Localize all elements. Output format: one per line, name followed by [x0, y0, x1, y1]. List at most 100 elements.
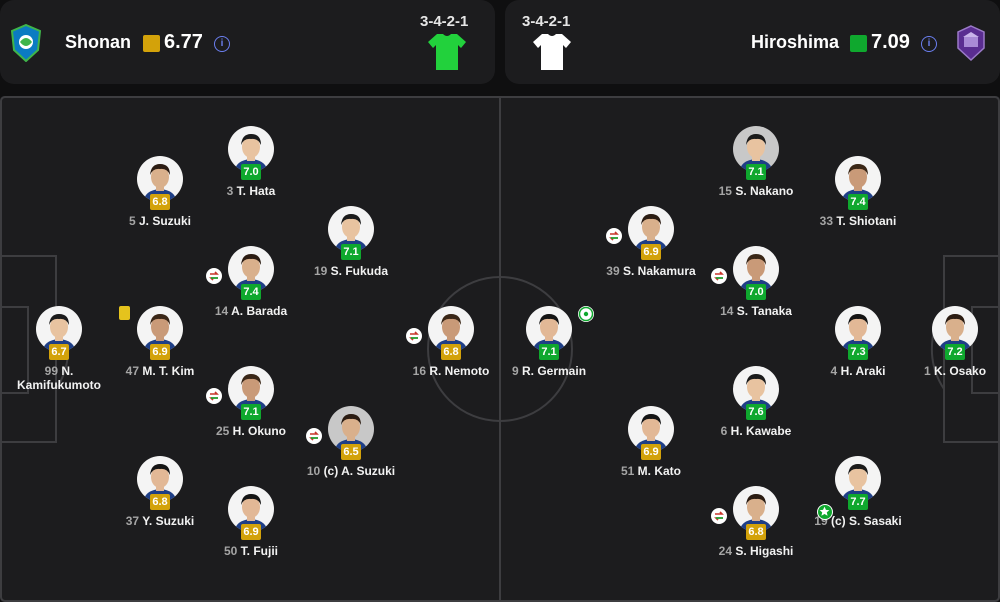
- player-number: 15: [718, 184, 732, 198]
- player-name: 33 T. Shiotani: [783, 214, 933, 228]
- player-name-text: T. Shiotani: [836, 214, 897, 228]
- player-name-text: (c) A. Suzuki: [323, 464, 396, 478]
- away-rating-indicator: [850, 35, 867, 52]
- player-name: 99 N. Kamifukumoto: [0, 364, 134, 392]
- player-number: 14: [720, 304, 734, 318]
- substitution-icon: [206, 388, 222, 404]
- home-team-card[interactable]: Shonan 6.77 i 3-4-2-1: [0, 0, 495, 84]
- player-number: 3: [226, 184, 234, 198]
- player-name: 9 R. Germain: [474, 364, 624, 378]
- player-name-text: H. Araki: [840, 364, 886, 378]
- player-rating: 7.1: [241, 404, 261, 420]
- player-name-text: S. Tanaka: [736, 304, 792, 318]
- star-icon: [817, 504, 833, 520]
- player-name: 39 S. Nakamura: [576, 264, 726, 278]
- player-marker[interactable]: 6.5 10 (c) A. Suzuki: [276, 406, 426, 516]
- player-marker[interactable]: 7.6 6 H. Kawabe: [681, 366, 831, 476]
- substitution-icon: [711, 268, 727, 284]
- player-rating: 7.0: [241, 164, 261, 180]
- player-name: 50 T. Fujii: [176, 544, 326, 558]
- player-name: 51 M. Kato: [576, 464, 726, 478]
- player-rating: 6.9: [241, 524, 261, 540]
- player-marker[interactable]: 7.4 33 T. Shiotani: [783, 156, 933, 266]
- player-name: 19 (c) S. Sasaki: [783, 514, 933, 528]
- player-marker[interactable]: 6.8 5 J. Suzuki: [85, 156, 235, 266]
- player-rating: 6.5: [341, 444, 361, 460]
- player-marker[interactable]: 6.9 50 T. Fujii: [176, 486, 326, 596]
- player-number: 4: [830, 364, 838, 378]
- player-number: 99: [44, 364, 58, 378]
- player-rating: 7.7: [848, 494, 868, 510]
- player-marker[interactable]: 7.1 25 H. Okuno: [176, 366, 326, 476]
- player-photo[interactable]: [228, 486, 274, 532]
- player-photo[interactable]: [328, 406, 374, 452]
- player-rating: 6.9: [150, 344, 170, 360]
- player-name: 15 S. Nakano: [681, 184, 831, 198]
- player-name-text: J. Suzuki: [139, 214, 192, 228]
- player-name-text: N. Kamifukumoto: [17, 364, 101, 392]
- player-marker[interactable]: 7.0 14 S. Tanaka: [681, 246, 831, 356]
- player-marker[interactable]: 7.7 19 (c) S. Sasaki: [783, 456, 933, 566]
- away-team-card[interactable]: 3-4-2-1 Hiroshima 7.09 i: [505, 0, 1000, 84]
- player-number: 9: [511, 364, 519, 378]
- player-name-text: T. Hata: [236, 184, 276, 198]
- substitution-icon: [206, 268, 222, 284]
- home-kit-icon: [428, 34, 466, 70]
- player-photo[interactable]: [137, 306, 183, 352]
- player-name-text: A. Barada: [231, 304, 288, 318]
- player-marker[interactable]: 7.0 3 T. Hata: [176, 126, 326, 236]
- player-marker[interactable]: 6.9 39 S. Nakamura: [576, 206, 726, 316]
- player-rating: 7.0: [746, 284, 766, 300]
- player-name-text: M. Kato: [637, 464, 682, 478]
- away-kit-icon: [533, 34, 571, 70]
- info-icon[interactable]: i: [921, 36, 937, 52]
- substitution-icon: [306, 428, 322, 444]
- player-rating: 6.8: [150, 194, 170, 210]
- player-photo[interactable]: [428, 306, 474, 352]
- player-name-text: H. Okuno: [232, 424, 287, 438]
- player-marker[interactable]: 7.1 9 R. Germain: [474, 306, 624, 416]
- player-rating: 7.4: [848, 194, 868, 210]
- player-name-text: R. Nemoto: [429, 364, 490, 378]
- player-name-text: K. Osako: [934, 364, 987, 378]
- home-formation: 3-4-2-1: [420, 13, 469, 30]
- player-name: 1 K. Osako: [880, 364, 1000, 378]
- player-rating: 7.1: [341, 244, 361, 260]
- player-number: 50: [223, 544, 238, 558]
- player-number: 19: [313, 264, 328, 278]
- player-photo[interactable]: [733, 126, 779, 172]
- player-number: 24: [718, 544, 732, 558]
- player-name: 6 H. Kawabe: [681, 424, 831, 438]
- player-number: 47: [125, 364, 139, 378]
- player-marker[interactable]: 7.1 19 S. Fukuda: [276, 206, 426, 316]
- player-name: 14 A. Barada: [176, 304, 326, 318]
- player-number: 39: [606, 264, 620, 278]
- player-number: 6: [720, 424, 728, 438]
- player-photo[interactable]: [628, 206, 674, 252]
- yellow-card-icon: [119, 306, 130, 320]
- away-team-rating: 7.09: [871, 31, 910, 53]
- info-icon[interactable]: i: [214, 36, 230, 52]
- player-name-text: Y. Suzuki: [142, 514, 195, 528]
- player-rating: 7.1: [539, 344, 559, 360]
- player-name: 19 S. Fukuda: [276, 264, 426, 278]
- player-name: 25 H. Okuno: [176, 424, 326, 438]
- hiroshima-crest-icon: [957, 25, 985, 62]
- player-rating: 7.6: [746, 404, 766, 420]
- player-name: 5 J. Suzuki: [85, 214, 235, 228]
- home-rating-indicator: [143, 35, 160, 52]
- player-rating: 6.9: [641, 244, 661, 260]
- player-number: 5: [128, 214, 136, 228]
- player-name: 10 (c) A. Suzuki: [276, 464, 426, 478]
